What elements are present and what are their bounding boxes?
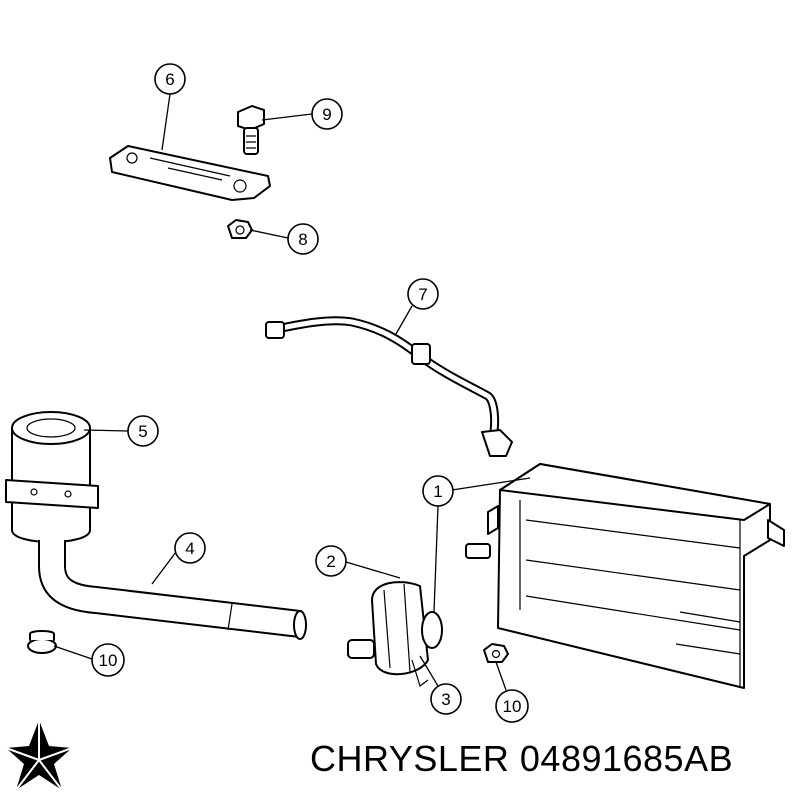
nut-part (227, 219, 253, 239)
leader-line-9 (261, 113, 313, 121)
callout-label: 4 (185, 539, 194, 558)
leader-line-2 (345, 561, 401, 579)
leader-line-6 (161, 93, 171, 151)
nut-right-part (483, 643, 509, 663)
valve-part (347, 581, 443, 687)
callout-label: 3 (441, 690, 450, 709)
leader-line-1a (451, 477, 531, 491)
callout-label: 5 (138, 422, 147, 441)
callout-label: 6 (165, 70, 174, 89)
leader-line-8 (249, 229, 289, 239)
callout-7: 7 (407, 278, 439, 310)
leader-line-1b (433, 505, 439, 613)
tube-part (38, 540, 307, 640)
callout-9: 9 (311, 98, 343, 130)
callout-1: 1 (422, 475, 454, 507)
callout-label: 10 (99, 651, 118, 670)
callout-3: 3 (430, 683, 462, 715)
leader-line-10b (495, 661, 507, 691)
filter-part (5, 411, 99, 543)
leader-line-3 (419, 655, 439, 687)
bolt-part (237, 105, 265, 155)
callout-6: 6 (154, 63, 186, 95)
callout-label: 1 (433, 482, 442, 501)
callout-10-left: 10 (91, 643, 125, 677)
leader-line-5 (83, 429, 129, 432)
canister-part (465, 463, 785, 689)
leader-line-4 (151, 551, 177, 585)
callout-5: 5 (127, 415, 159, 447)
callout-10-right: 10 (495, 689, 529, 723)
callout-label: 9 (322, 105, 331, 124)
callout-4: 4 (174, 532, 206, 564)
bushing-left-part (27, 630, 57, 654)
vapor-hose-part (265, 316, 513, 457)
brand-caption: CHRYSLER 04891685AB (310, 738, 734, 779)
callout-8: 8 (287, 223, 319, 255)
leader-line-10a (53, 645, 93, 660)
pentastar-logo-icon (5, 720, 73, 791)
callout-label: 8 (298, 230, 307, 249)
callout-label: 2 (326, 552, 335, 571)
callout-2: 2 (315, 545, 347, 577)
callout-label: 7 (418, 285, 427, 304)
callout-label: 10 (503, 697, 522, 716)
leader-line-7 (395, 305, 413, 335)
bracket-part (109, 145, 271, 201)
